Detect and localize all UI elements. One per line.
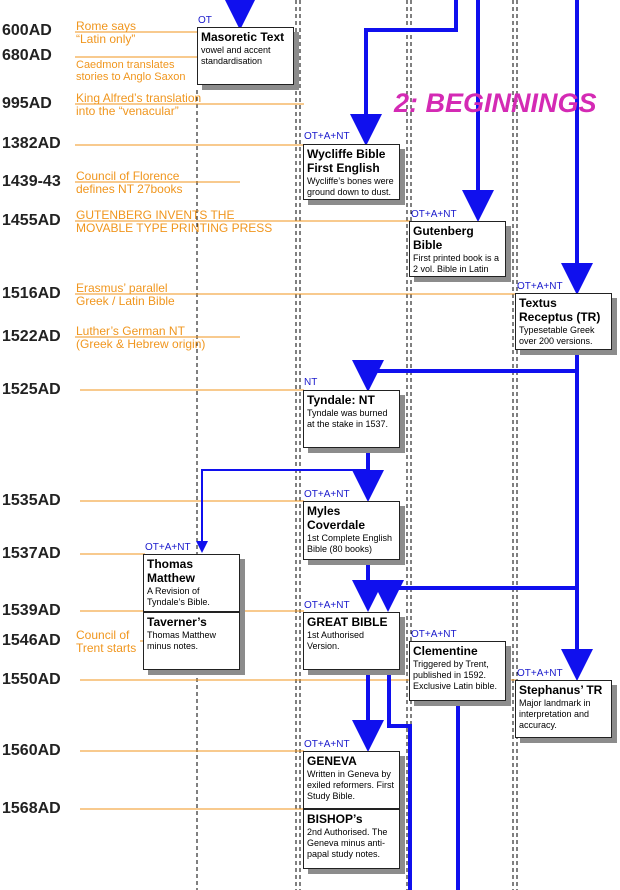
- year-1522ad: 1522AD: [2, 328, 61, 345]
- section-heading: 2: BEGINNINGS: [394, 88, 597, 118]
- tag-wycliffe: OT+A+NT: [304, 131, 350, 142]
- tag-coverdale: OT+A+NT: [304, 489, 350, 500]
- year-1560ad: 1560AD: [2, 742, 61, 759]
- year-1439-43: 1439-43: [2, 173, 61, 190]
- year-1525ad: 1525AD: [2, 381, 61, 398]
- tag-tyndale: NT: [304, 377, 318, 388]
- tag-geneva: OT+A+NT: [304, 739, 350, 750]
- year-1516ad: 1516AD: [2, 285, 61, 302]
- year-1537ad: 1537AD: [2, 545, 61, 562]
- tag-clementine: OT+A+NT: [411, 629, 457, 640]
- tag-gutenberg: OT+A+NT: [411, 209, 457, 220]
- column-guides: [196, 0, 518, 890]
- year-1546ad: 1546AD: [2, 632, 61, 649]
- tag-stephanus: OT+A+NT: [517, 668, 563, 679]
- annotation-rome: Rome says“Latin only”: [76, 19, 137, 46]
- year-1382ad: 1382AD: [2, 135, 61, 152]
- year-680ad: 680AD: [2, 47, 52, 64]
- year-1568ad: 1568AD: [2, 800, 61, 817]
- year-1539ad: 1539AD: [2, 602, 61, 619]
- tag-masoretic: OT: [198, 15, 212, 26]
- box-textus-receptus: Textus Receptus (TR)Typesetable Greek ov…: [515, 293, 612, 350]
- annotation-luther: Luther’s German NT(Greek & Hebrew origin…: [76, 324, 206, 351]
- tag-great: OT+A+NT: [304, 600, 350, 611]
- flow-lines: [196, 0, 593, 890]
- year-1455ad: 1455AD: [2, 212, 61, 229]
- tag-textus: OT+A+NT: [517, 281, 563, 292]
- year-1550ad: 1550AD: [2, 671, 61, 688]
- year-1535ad: 1535AD: [2, 492, 61, 509]
- tag-matthew: OT+A+NT: [145, 542, 191, 553]
- year-995ad: 995AD: [2, 95, 52, 112]
- year-600ad: 600AD: [2, 22, 52, 39]
